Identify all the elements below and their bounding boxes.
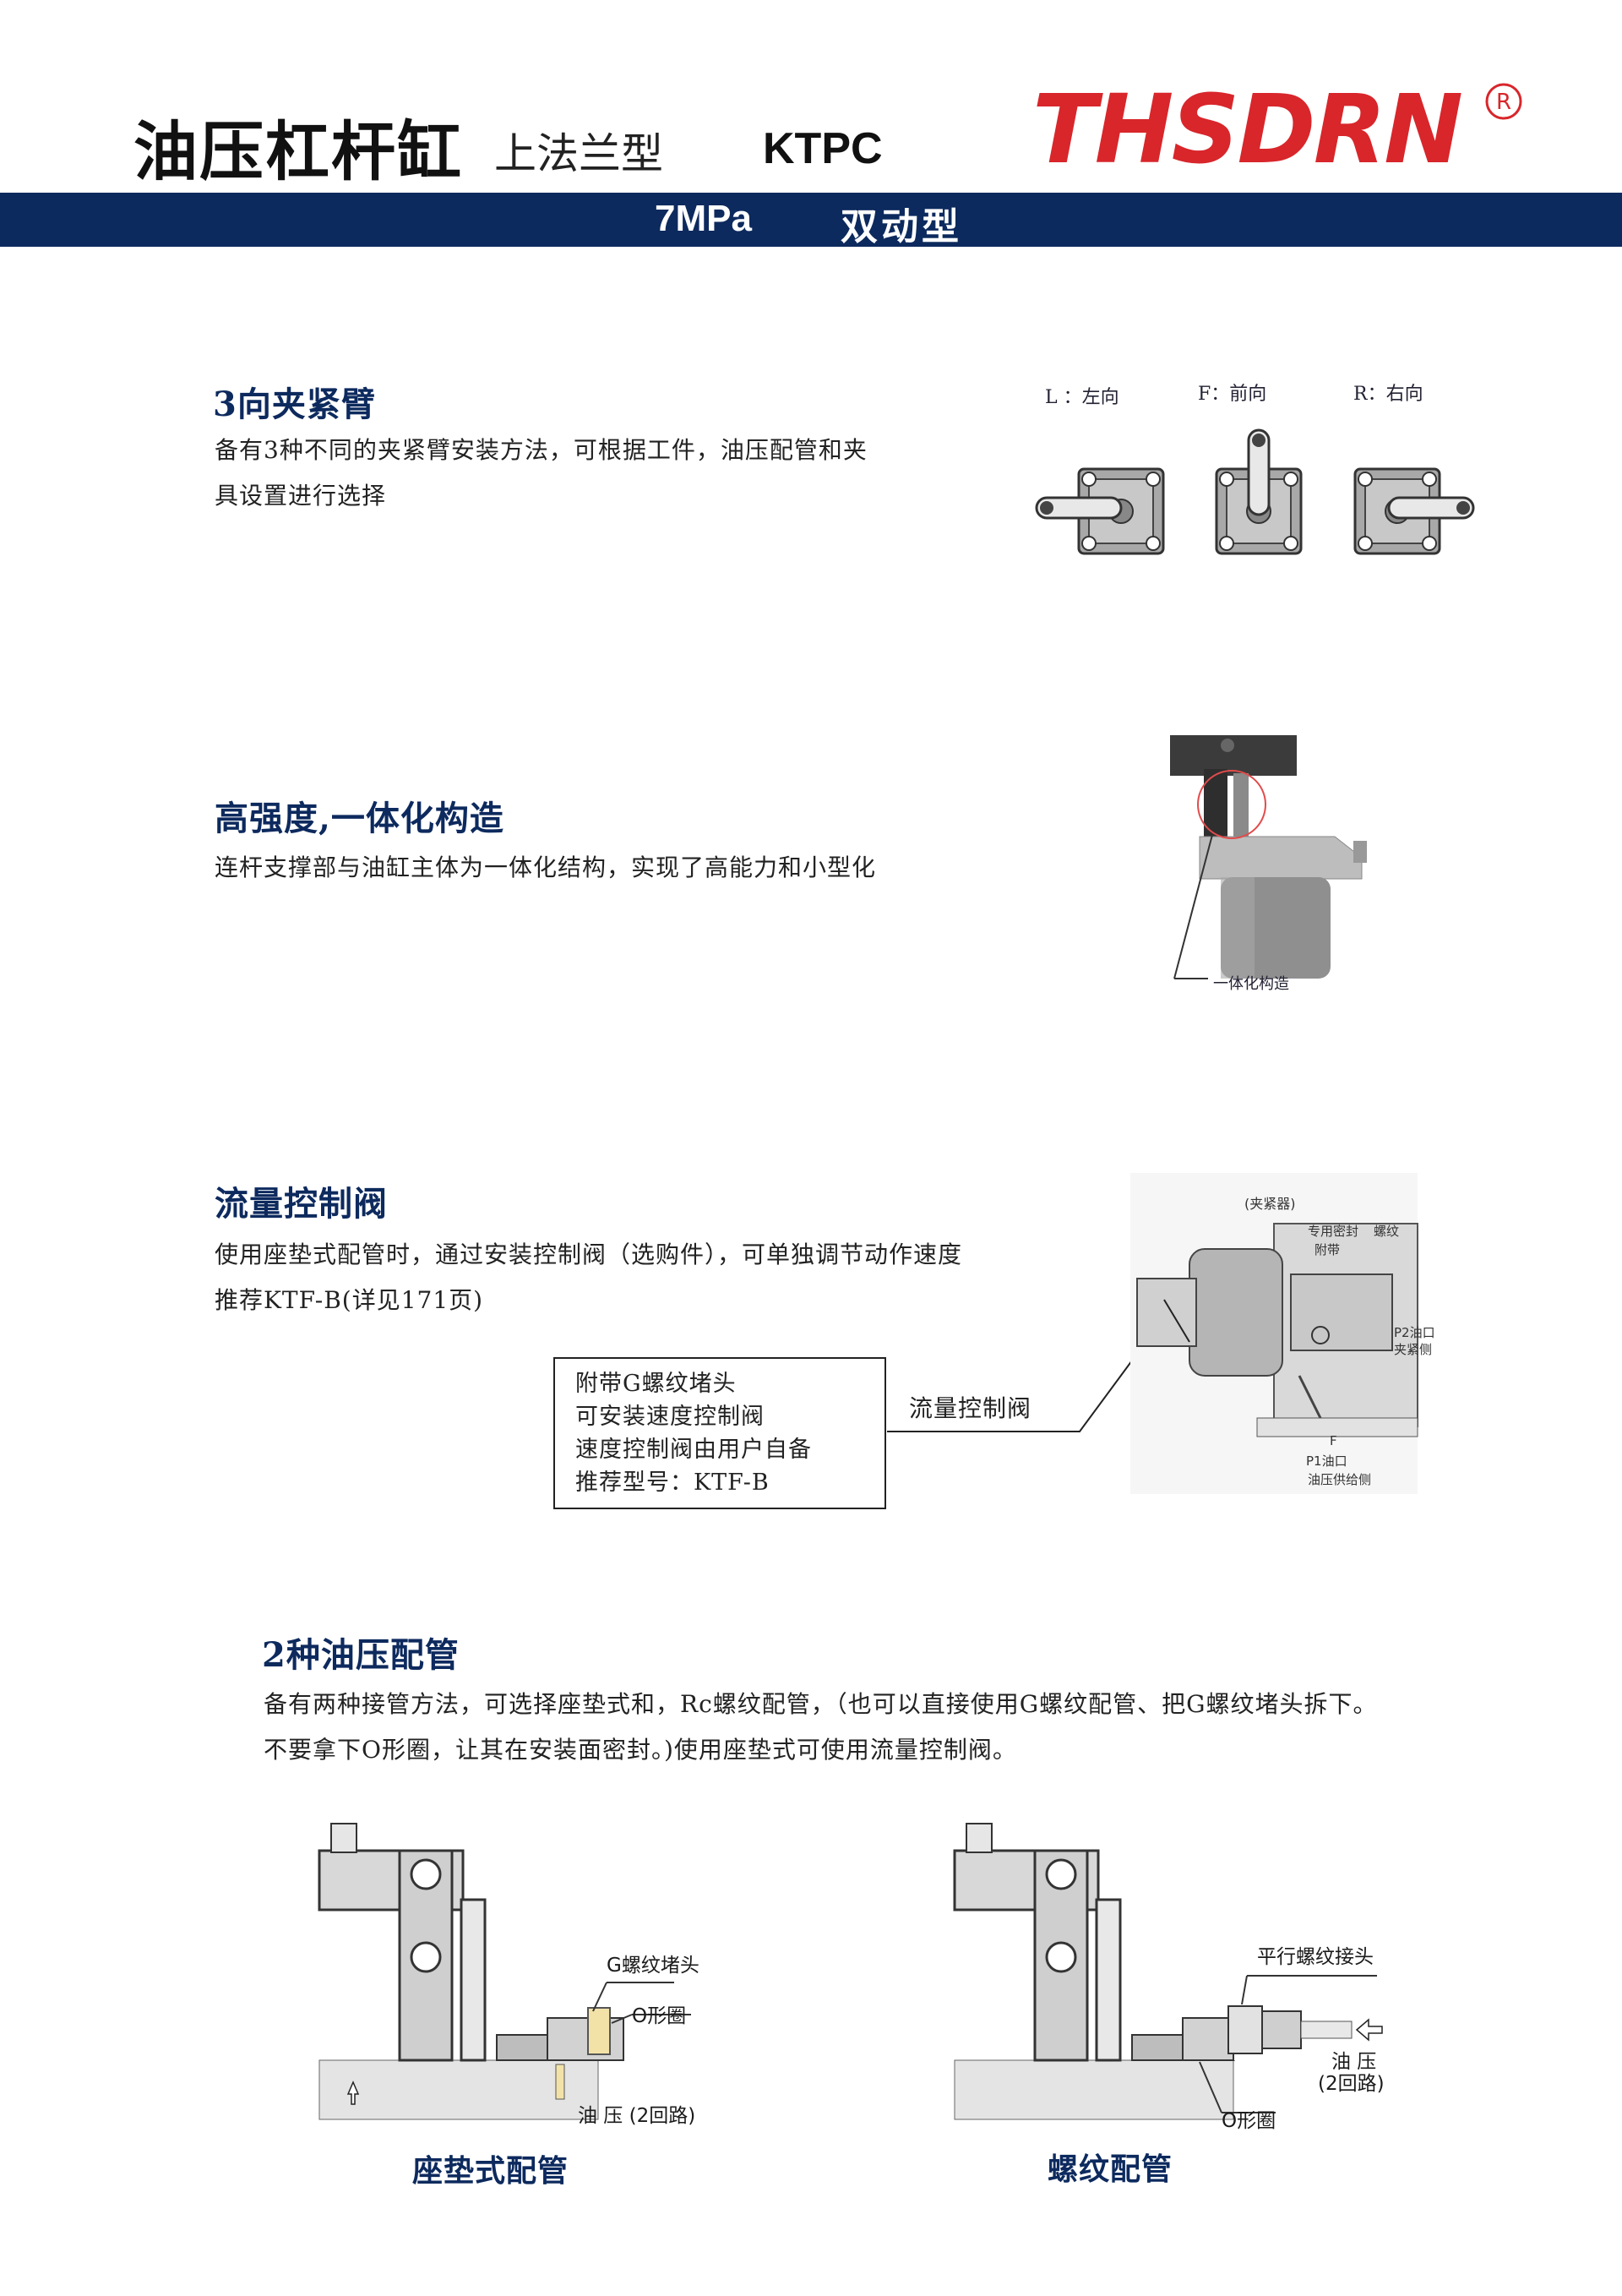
- integrated-callout: 一体化构造: [1213, 975, 1289, 993]
- section2-text: 连杆支撑部与油缸主体为一体化结构，实现了高能力和小型化: [215, 854, 877, 881]
- page-title: 油压杠杆缸: [133, 114, 463, 189]
- arm-label-left: L ：左向: [1045, 387, 1119, 408]
- registered-mark: R: [1496, 90, 1511, 115]
- brand-logo: THSDRN R: [1032, 75, 1539, 185]
- logo-text: THSDRN: [1032, 75, 1463, 185]
- label-oil-right: 油 压: [1331, 2051, 1377, 2073]
- section4-line: 不要拿下O形圈，让其在安装面密封。)使用座垫式可使用流量控制阀。: [264, 1736, 1017, 1764]
- diagram-label-p2-side: 夹紧侧: [1394, 1342, 1432, 1357]
- action-type-label: 双动型: [841, 205, 962, 248]
- diagram-label-seal-attached: 附带: [1314, 1242, 1340, 1257]
- diagram-label-seal: 专用密封: [1308, 1224, 1358, 1239]
- section4-heading: 2种油压配管: [262, 1635, 460, 1675]
- label-oring-right: O形圈: [1222, 2110, 1276, 2132]
- box-line: 可安装速度控制阀: [575, 1404, 765, 1430]
- label-g-plug: G螺纹堵头: [607, 1955, 699, 1977]
- section1-line: 具设置进行选择: [215, 482, 387, 510]
- section1-heading: 3向夹紧臂: [213, 384, 376, 424]
- label-oil-left: 油 压 (2回路): [578, 2105, 696, 2127]
- model-code: KTPC: [763, 124, 883, 173]
- valve-pointer-label: 流量控制阀: [909, 1394, 1032, 1422]
- diagram-label-p2: P2油口: [1394, 1325, 1435, 1340]
- integrated-cylinder-photo: [1170, 735, 1367, 979]
- section4-line: 备有两种接管方法，可选择座垫式和，Rc螺纹配管，（也可以直接使用G螺纹配管、把G…: [264, 1690, 1378, 1718]
- arm-label-right: R：右向: [1353, 384, 1423, 405]
- valve-note-box: 附带G螺纹堵头 可安装速度控制阀 速度控制阀由用户自备 推荐型号：KTF-B: [553, 1357, 886, 1509]
- section3-heading: 流量控制阀: [215, 1184, 388, 1224]
- arm-label-front: F：前向: [1198, 384, 1267, 405]
- box-line: 推荐型号：KTF-B: [575, 1470, 770, 1496]
- valve-leader-line: [887, 1360, 1133, 1432]
- section1-line: 备有3种不同的夹紧臂安装方法，可根据工件，油压配管和夹: [215, 436, 868, 464]
- caption-thread-piping: 螺纹配管: [1048, 2151, 1173, 2187]
- diagram-label-p1: P1油口: [1306, 1453, 1347, 1469]
- pressure-label: 7MPa: [655, 198, 752, 239]
- label-oil-right-circuits: (2回路): [1318, 2073, 1385, 2095]
- section3-line: 使用座垫式配管时，通过安装控制阀（选购件），可单独调节动作速度: [215, 1241, 963, 1268]
- section3-line: 推荐KTF-B(详见171页): [215, 1286, 484, 1314]
- diagram-label-p1-side: 油压供给侧: [1308, 1472, 1371, 1487]
- flow-valve-diagram: (夹紧器) 专用密封 附带 螺纹 P2油口 夹紧侧 F P1油口 油压供给侧: [1130, 1173, 1435, 1494]
- arm-orientation-drawings: [1035, 428, 1475, 555]
- label-parallel-joint: 平行螺纹接头: [1257, 1946, 1374, 1968]
- thread-piping-drawing: [953, 1823, 1383, 2120]
- page-subtitle: 上法兰型: [494, 129, 663, 178]
- section1-text: 备有3种不同的夹紧臂安装方法，可根据工件，油压配管和夹 具设置进行选择: [215, 428, 868, 519]
- diagram-label-clamp: (夹紧器): [1244, 1196, 1296, 1212]
- section3-text: 使用座垫式配管时，通过安装控制阀（选购件），可单独调节动作速度 推荐KTF-B(…: [215, 1232, 962, 1323]
- diagram-label-f: F: [1330, 1433, 1337, 1448]
- section4-text: 备有两种接管方法，可选择座垫式和，Rc螺纹配管，（也可以直接使用G螺纹配管、把G…: [264, 1682, 1378, 1773]
- caption-pad-piping: 座垫式配管: [412, 2153, 569, 2189]
- box-line: 附带G螺纹堵头: [575, 1371, 737, 1397]
- label-oring-left: O形圈: [632, 2005, 687, 2027]
- pad-piping-drawing: [318, 1823, 691, 2120]
- spec-band: 7MPa 双动型: [0, 193, 1622, 248]
- box-line: 速度控制阀由用户自备: [575, 1437, 812, 1463]
- diagram-label-thread: 螺纹: [1374, 1224, 1399, 1239]
- section2-heading: 高强度,一体化构造: [215, 799, 504, 838]
